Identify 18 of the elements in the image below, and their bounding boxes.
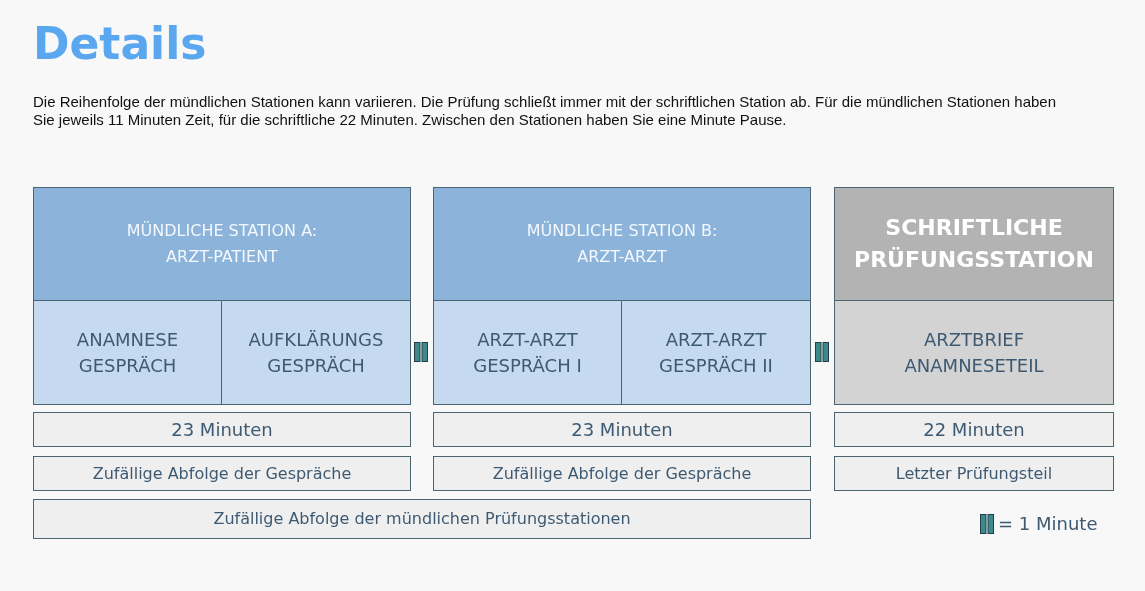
conversation-box: ANAMNESE GESPRÄCH (33, 300, 222, 405)
duration-box: 23 Minuten (33, 412, 411, 447)
description-paragraph: Die Reihenfolge der mündlichen Stationen kann variieren. Die Prüfung schließt immer mit der schriftlichen Station ab. Für die mündlichen Stationen haben Sie jeweils 11 Minuten Zeit, für die schriftliche 22 Minuten. Zwischen den Stationen haben Sie eine Minute Pause. (33, 93, 1058, 129)
station-header: MÜNDLICHE STATION B: ARZT-ARZT (433, 187, 811, 301)
duration-box: 22 Minuten (834, 412, 1114, 447)
station-header: MÜNDLICHE STATION A: ARZT-PATIENT (33, 187, 411, 301)
conversation-box: ARZT-ARZT GESPRÄCH I (433, 300, 622, 405)
info-box: Zufällige Abfolge der Gespräche (433, 456, 811, 491)
info-box: Zufällige Abfolge der Gespräche (33, 456, 411, 491)
duration-box: 23 Minuten (433, 412, 811, 447)
info-box: Letzter Prüfungsteil (834, 456, 1114, 491)
legend-label: = 1 Minute (998, 513, 1098, 534)
task-box: ARZTBRIEF ANAMNESETEIL (834, 300, 1114, 405)
info-box: Zufällige Abfolge der mündlichen Prüfungsstationen (33, 499, 811, 539)
conversation-box: AUFKLÄRUNGS GESPRÄCH (221, 300, 411, 405)
station-header: SCHRIFTLICHE PRÜFUNGSSTATION (834, 187, 1114, 301)
conversation-box: ARZT-ARZT GESPRÄCH II (621, 300, 811, 405)
page-title: Details (33, 18, 207, 70)
